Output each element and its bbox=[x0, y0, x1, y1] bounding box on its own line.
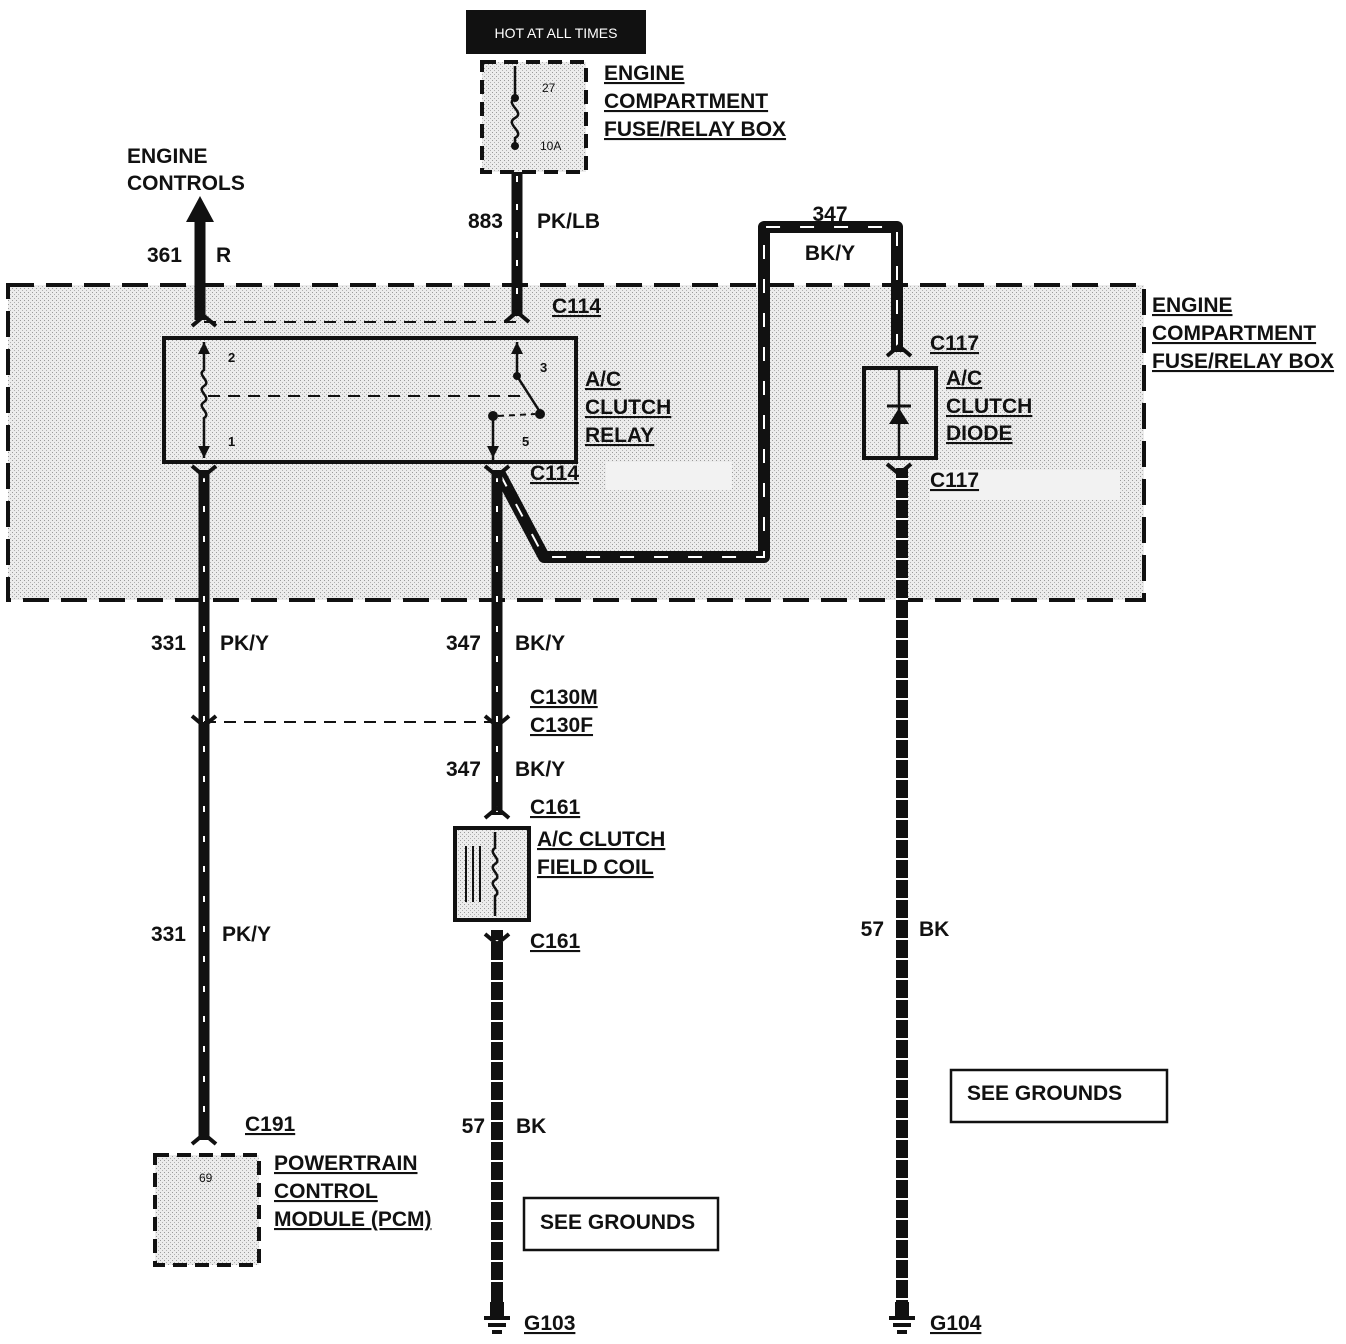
wire-57-center-circuit: 57 bbox=[462, 1115, 485, 1138]
fuse-box-top-label-3: FUSE/RELAY BOX bbox=[604, 118, 786, 141]
c161-bottom-chevron bbox=[483, 932, 511, 947]
fuse-box-main-label-3: FUSE/RELAY BOX bbox=[1152, 350, 1334, 373]
fuse-27-box bbox=[480, 60, 588, 174]
fuse-number: 27 bbox=[542, 81, 556, 95]
wire-57-right-circuit: 57 bbox=[861, 918, 884, 941]
wire-331-upper-circuit: 331 bbox=[151, 632, 186, 655]
c130f-label: C130F bbox=[530, 714, 593, 737]
relay-pin-3: 3 bbox=[540, 360, 547, 375]
wire-883-circuit: 883 bbox=[468, 210, 503, 233]
box-label-blank-area bbox=[606, 462, 732, 490]
ground-g103-icon bbox=[484, 1302, 510, 1334]
see-grounds-box-center bbox=[522, 1196, 720, 1252]
relay-switch-arm bbox=[515, 375, 542, 413]
c130-chevron-left bbox=[190, 714, 218, 729]
relay-coil bbox=[200, 342, 208, 458]
ac-clutch-relay bbox=[162, 336, 578, 464]
wire-331-lower-circuit: 331 bbox=[151, 923, 186, 946]
wire-347-mid-circuit: 347 bbox=[446, 632, 481, 655]
wire-57-right-color: BK bbox=[919, 918, 949, 941]
relay-pin1-arrow bbox=[198, 446, 210, 458]
wire-347-top-color: BK/Y bbox=[805, 242, 855, 265]
relay-pin-5: 5 bbox=[522, 434, 529, 449]
pcm-label-3: MODULE (PCM) bbox=[274, 1208, 431, 1231]
engine-controls-label-2: CONTROLS bbox=[127, 172, 245, 195]
see-grounds-center-text: SEE GROUNDS bbox=[540, 1211, 695, 1234]
relay-pin-2: 2 bbox=[228, 350, 235, 365]
c117-bottom-chevron bbox=[885, 462, 913, 477]
c114-bottom-chevron-right bbox=[483, 464, 511, 479]
relay-pin3-arrow bbox=[511, 342, 523, 354]
c191-chevron bbox=[190, 1131, 218, 1146]
ac-clutch-field-coil bbox=[453, 826, 531, 922]
fuse-box-main-label-2: COMPARTMENT bbox=[1152, 322, 1316, 345]
engine-controls-arrow bbox=[186, 196, 214, 222]
wire-361-circuit: 361 bbox=[147, 244, 182, 267]
relay-pin-1: 1 bbox=[228, 434, 235, 449]
c114-top-label: C114 bbox=[552, 295, 601, 318]
pcm-label-1: POWERTRAIN bbox=[274, 1152, 418, 1175]
c130m-label: C130M bbox=[530, 686, 598, 709]
pcm-pin: 69 bbox=[199, 1171, 213, 1185]
c114-bottom-label: C114 bbox=[530, 462, 579, 485]
hot-at-all-times-text: HOT AT ALL TIMES bbox=[495, 25, 618, 41]
connector-symbols bbox=[190, 309, 913, 1146]
c117-top-chevron bbox=[885, 343, 913, 358]
c191-label: C191 bbox=[245, 1113, 296, 1136]
relay-switch-pivot bbox=[513, 372, 521, 380]
diode-label-3: DIODE bbox=[946, 422, 1013, 445]
c114-bottom-chevron-left bbox=[190, 464, 218, 479]
wire-57-center-color: BK bbox=[516, 1115, 546, 1138]
c161-bottom-label: C161 bbox=[530, 930, 581, 953]
diode-label-1: A/C bbox=[946, 367, 982, 390]
relay-pin2-arrow bbox=[198, 342, 210, 354]
fuse-terminal-bottom bbox=[511, 142, 519, 150]
wire-883-color: PK/LB bbox=[537, 210, 600, 233]
wire-347-low-circuit: 347 bbox=[446, 758, 481, 781]
box-label-blank-area-2 bbox=[930, 470, 1120, 500]
fuse-27-element bbox=[510, 66, 520, 146]
see-grounds-right-text: SEE GROUNDS bbox=[967, 1082, 1122, 1105]
wire-331-upper-color: PK/Y bbox=[220, 632, 269, 655]
diode-symbol bbox=[889, 408, 909, 424]
relay-no-contact bbox=[488, 411, 498, 421]
c130-chevron-right bbox=[483, 714, 511, 729]
wire-331-lower-color: PK/Y bbox=[222, 923, 271, 946]
diode-label-2: CLUTCH bbox=[946, 395, 1032, 418]
ground-g104-label: G104 bbox=[930, 1312, 982, 1335]
wire-347-top-circuit: 347 bbox=[812, 203, 847, 226]
field-coil-label-1: A/C CLUTCH bbox=[537, 828, 665, 851]
fuse-box-top-label-1: ENGINE bbox=[604, 62, 685, 85]
fuse-rating: 10A bbox=[540, 139, 561, 153]
fuse-box-top-label-2: COMPARTMENT bbox=[604, 90, 768, 113]
fuse-box-main-label-1: ENGINE bbox=[1152, 294, 1233, 317]
wire-347-low-color: BK/Y bbox=[515, 758, 565, 781]
c161-top-label: C161 bbox=[530, 796, 581, 819]
c114-chevron-right bbox=[503, 309, 531, 324]
pcm-box bbox=[153, 1153, 261, 1267]
ground-g103-label: G103 bbox=[524, 1312, 575, 1335]
wire-347-mid-color: BK/Y bbox=[515, 632, 565, 655]
relay-label-2: CLUTCH bbox=[585, 396, 671, 419]
ground-g104-icon bbox=[889, 1302, 915, 1334]
c117-top-label: C117 bbox=[930, 332, 979, 355]
hot-at-all-times-banner bbox=[466, 10, 646, 54]
c114-chevron-left bbox=[190, 313, 218, 328]
wire-347-loop-stripe bbox=[499, 226, 898, 558]
fuse-terminal-top bbox=[511, 94, 519, 102]
pcm-label-2: CONTROL bbox=[274, 1180, 378, 1203]
field-coil-winding bbox=[491, 832, 499, 916]
c161-top-chevron bbox=[483, 805, 511, 820]
relay-label-1: A/C bbox=[585, 368, 621, 391]
field-coil-label-2: FIELD COIL bbox=[537, 856, 654, 879]
relay-contact bbox=[535, 409, 545, 419]
see-grounds-box-right bbox=[949, 1068, 1169, 1124]
relay-pin5-arrow bbox=[487, 446, 499, 458]
c117-bottom-label: C117 bbox=[930, 469, 979, 492]
engine-controls-label-1: ENGINE bbox=[127, 145, 208, 168]
wire-361-color: R bbox=[216, 244, 231, 267]
relay-label-3: RELAY bbox=[585, 424, 654, 447]
